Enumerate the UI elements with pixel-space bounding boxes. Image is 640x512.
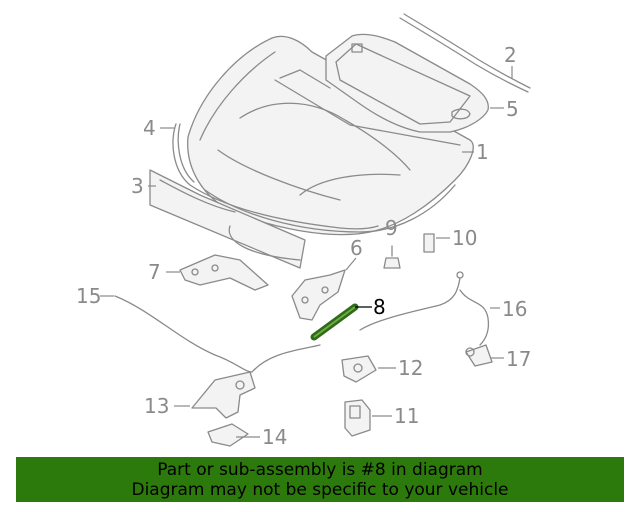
callout-17[interactable]: 17 [490, 347, 531, 371]
svg-text:10: 10 [452, 226, 477, 250]
svg-text:12: 12 [398, 356, 423, 380]
callout-4[interactable]: 4 [143, 116, 174, 140]
latch-part [341, 355, 377, 383]
svg-text:8: 8 [373, 295, 386, 319]
banner-line-2: Diagram may not be specific to your vehi… [131, 479, 509, 500]
svg-text:7: 7 [148, 260, 161, 284]
weatherstrip-part [399, 17, 529, 93]
clip-part [423, 233, 435, 253]
svg-text:11: 11 [394, 404, 419, 428]
svg-text:3: 3 [131, 174, 144, 198]
callout-7[interactable]: 7 [148, 260, 180, 284]
callout-5[interactable]: 5 [490, 97, 519, 121]
bumper-part [383, 245, 401, 269]
callout-8[interactable]: 8 [355, 295, 386, 319]
insulator-part [325, 33, 489, 133]
svg-text:1: 1 [476, 140, 489, 164]
callout-3[interactable]: 3 [131, 174, 156, 198]
pad-part [207, 423, 249, 447]
callout-2[interactable]: 2 [504, 43, 517, 78]
svg-text:6: 6 [350, 236, 363, 260]
svg-text:5: 5 [506, 97, 519, 121]
svg-text:14: 14 [262, 425, 287, 449]
hinge-left-part [179, 254, 269, 291]
callout-1[interactable]: 1 [462, 140, 489, 164]
svg-text:17: 17 [506, 347, 531, 371]
release-cable-part [114, 295, 321, 373]
lever-part [465, 344, 493, 367]
callout-13[interactable]: 13 [144, 394, 190, 418]
svg-text:9: 9 [385, 216, 398, 240]
callout-10[interactable]: 10 [436, 226, 477, 250]
callout-11[interactable]: 11 [372, 404, 419, 428]
callout-12[interactable]: 12 [378, 356, 423, 380]
shield-part [149, 169, 306, 269]
callout-15[interactable]: 15 [76, 284, 114, 308]
info-banner: Part or sub-assembly is #8 in diagram Di… [16, 457, 624, 502]
seal-part [172, 123, 379, 230]
svg-text:13: 13 [144, 394, 169, 418]
svg-text:2: 2 [504, 43, 517, 67]
svg-text:16: 16 [502, 297, 527, 321]
callout-16[interactable]: 16 [490, 297, 527, 321]
lock-part [344, 399, 371, 437]
callout-6[interactable]: 6 [345, 236, 363, 271]
svg-text:4: 4 [143, 116, 156, 140]
callout-9[interactable]: 9 [385, 216, 398, 240]
callout-14[interactable]: 14 [236, 425, 287, 449]
support-strut-part [310, 303, 359, 341]
hinge-right-part [291, 269, 346, 321]
svg-text:15: 15 [76, 284, 101, 308]
banner-line-1: Part or sub-assembly is #8 in diagram [157, 459, 483, 480]
latch-bracket-part [191, 371, 256, 419]
